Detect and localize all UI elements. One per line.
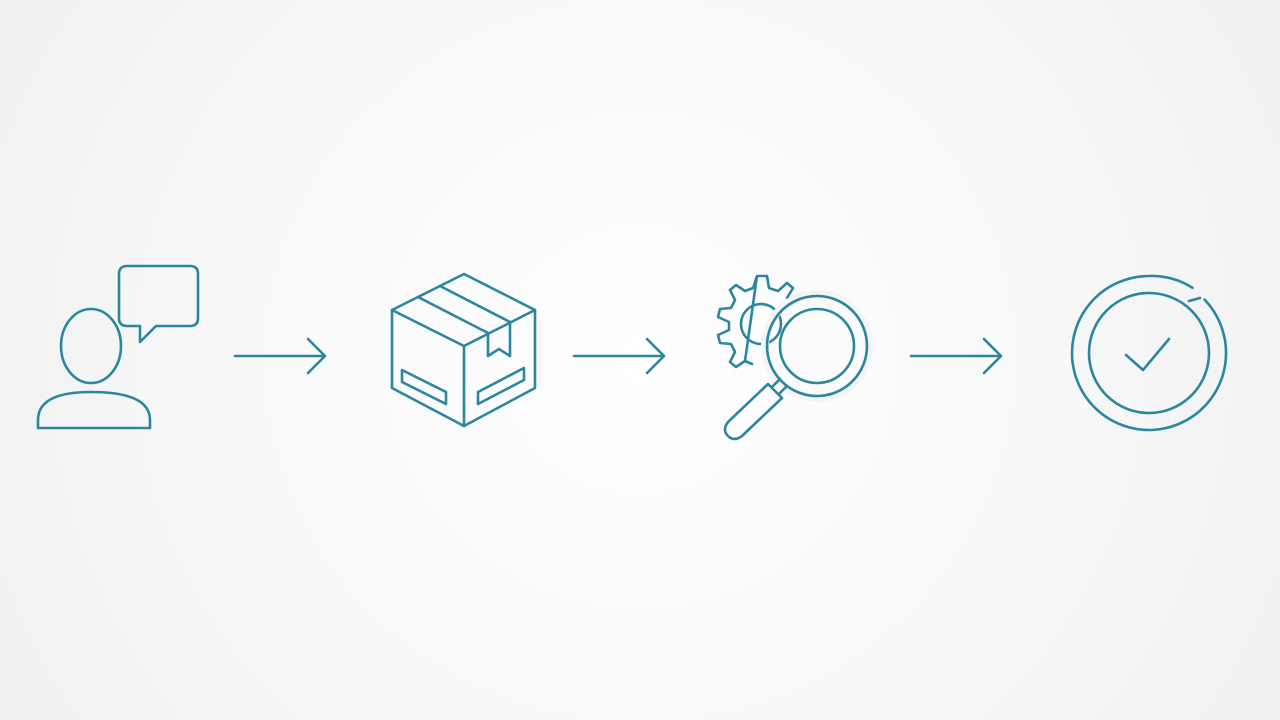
step-package bbox=[388, 270, 540, 430]
flow-arrow-1 bbox=[232, 336, 330, 376]
flow-arrow-3 bbox=[908, 336, 1006, 376]
person-head-shape bbox=[59, 307, 123, 385]
package-box-icon bbox=[390, 272, 537, 428]
customer-speech-icon bbox=[36, 264, 200, 430]
check-circle-icon bbox=[1070, 274, 1228, 432]
step-inspection bbox=[712, 266, 876, 442]
speech-bubble-shape bbox=[117, 264, 200, 344]
step-approved bbox=[1068, 272, 1230, 434]
step-customer-request bbox=[28, 262, 204, 434]
gear-magnifier-inspection-icon bbox=[716, 274, 873, 441]
arrow-right-icon bbox=[909, 337, 1003, 375]
flow-arrow-2 bbox=[571, 336, 669, 376]
arrow-right-icon bbox=[572, 337, 666, 375]
person-body-shape bbox=[36, 390, 152, 430]
arrow-right-icon bbox=[233, 337, 327, 375]
